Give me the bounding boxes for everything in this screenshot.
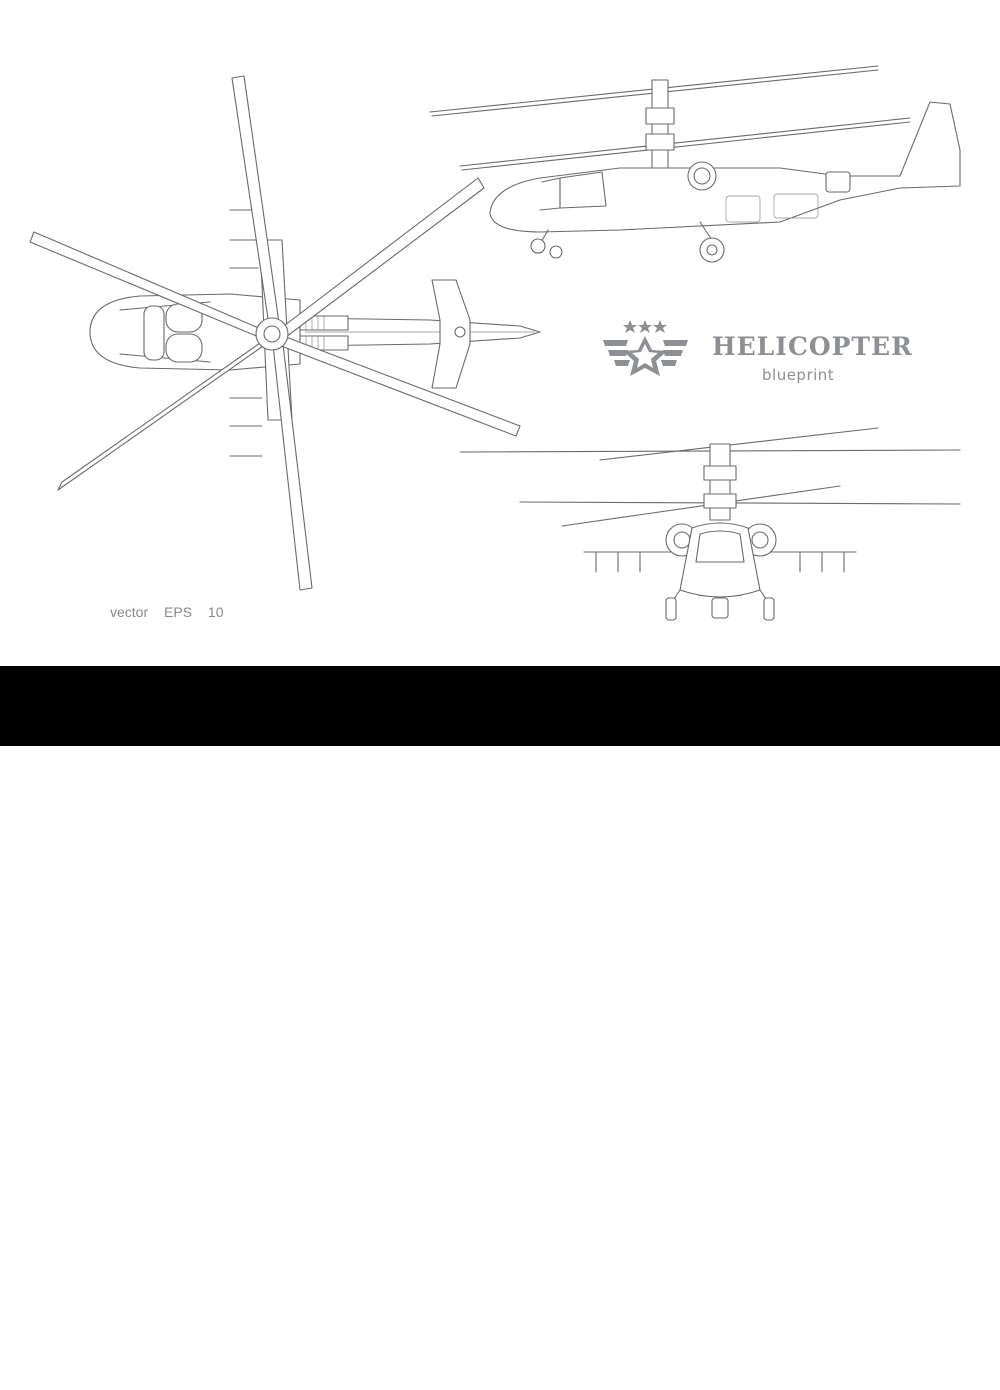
registered-mark: ® <box>213 1357 223 1371</box>
star-wings-emblem <box>603 320 688 376</box>
watermark-bar: VectorStock® VectorStock.com/28396032 <box>0 666 1000 1389</box>
watermark-url: VectorStock.com/28396032 <box>702 1360 972 1385</box>
watermark-logo-text: VectorStock <box>27 1348 214 1389</box>
watermark-logo: VectorStock® <box>27 1348 222 1390</box>
blueprint-drawing <box>29 65 961 621</box>
side-view-helicopter <box>429 65 961 263</box>
top-view-helicopter <box>29 75 541 591</box>
page-subtitle: blueprint <box>762 366 835 384</box>
front-view-helicopter <box>459 427 961 621</box>
artboard: HELICOPTER blueprint vector EPS 10 <box>0 0 1000 666</box>
format-label: vector EPS 10 <box>110 604 224 620</box>
page-title: HELICOPTER <box>712 332 913 361</box>
